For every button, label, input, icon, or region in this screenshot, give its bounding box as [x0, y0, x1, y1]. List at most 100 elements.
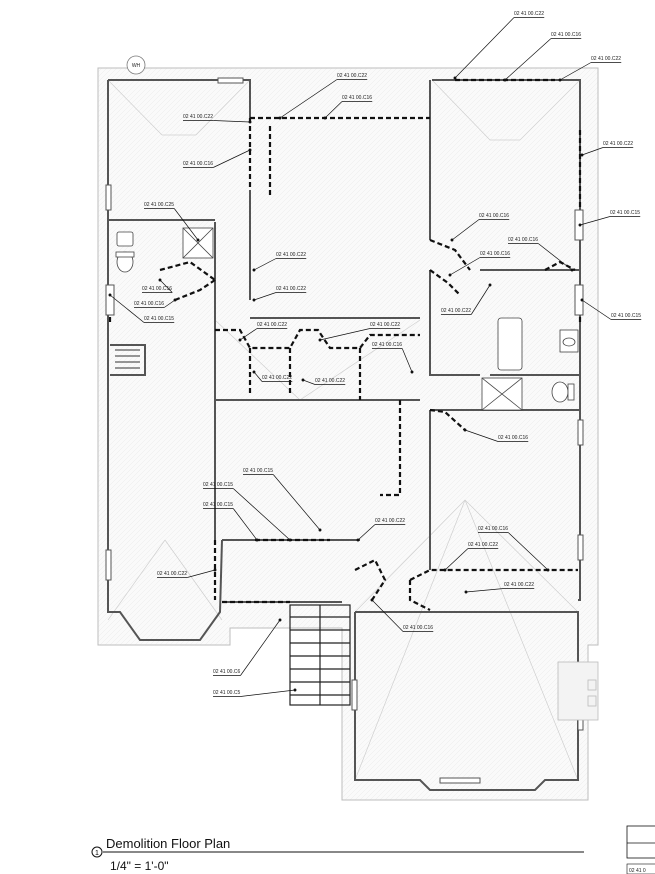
keynote-arrowhead [278, 116, 282, 120]
keynote-leader [213, 120, 251, 123]
keynote-arrowhead [453, 76, 457, 80]
keynote-leader [465, 588, 505, 593]
keynote-tag: 02 41 00.C16 [508, 237, 538, 243]
keynote-arrowhead [488, 283, 492, 287]
north-marker: WH [126, 55, 146, 75]
keynote-tag: 02 41 00.C15 [610, 210, 640, 216]
keynote-tag: 02 41 00.C16 [478, 526, 508, 532]
keynote-leader [581, 147, 604, 156]
keynote-leader [454, 17, 515, 79]
keynote-leader [449, 257, 481, 276]
keynote-tag: 02 41 00.C16 [551, 32, 581, 38]
keynote-arrowhead [546, 568, 550, 572]
keynote-tags: 02 41 00.C22 02 41 00.C16 02 41 00.C22 0… [134, 11, 641, 696]
keynote-leader [159, 279, 173, 293]
keynote-leader [253, 258, 277, 271]
keynote-leader [559, 62, 592, 81]
keynote-leader [581, 299, 612, 320]
keynote-leader [451, 219, 480, 241]
keynote-arrowhead [213, 568, 217, 572]
keynote-tag: 02 41 00.C5 [213, 690, 240, 696]
keynote-arrowhead [450, 238, 454, 242]
keynote-tag: 02 41 00.C16 [480, 251, 510, 257]
keynote-tag: 02 41 00.C16 [134, 301, 164, 307]
keynote-tag: 02 41 00.C22 [262, 375, 292, 381]
keynote-leader [371, 599, 404, 632]
keynote-tag: 02 41 00.C22 [370, 322, 400, 328]
keynote-tag: 02 41 00.C15 [144, 316, 174, 322]
keynote-arrowhead [443, 568, 447, 572]
keynote-tag: 02 41 00.C15 [203, 482, 233, 488]
keynote-tag: 02 41 00.C6 [213, 669, 240, 675]
keynote-tag: 02 41 00.C22 [504, 582, 534, 588]
keynote-leader [538, 243, 573, 271]
plumbing-fixtures [115, 227, 579, 411]
roof-outline [97, 67, 599, 801]
keynote-arrowhead [173, 298, 177, 302]
keynote-leader [504, 38, 552, 81]
keynote-tag: 02 41 00.C16 [183, 161, 213, 167]
keynote-leader [253, 371, 263, 382]
keynote-arrowhead [252, 370, 256, 374]
keynote-tag: 02 41 00.C22 [183, 114, 213, 120]
keynote-arrowhead [108, 293, 112, 297]
keynote-arrowhead [318, 338, 322, 342]
keynote-tag: 02 41 00.C22 [603, 141, 633, 147]
keynote-arrowhead [580, 298, 584, 302]
keynote-leader [187, 569, 216, 578]
keynote-tag: 02 41 00.C22 [441, 308, 471, 314]
keynote-tag: 02 41 00.C22 [157, 571, 187, 577]
keynote-leader [302, 379, 316, 385]
keynote-arrowhead [252, 268, 256, 272]
keynote-arrowhead [248, 120, 252, 124]
exterior-deck [557, 661, 599, 721]
keynote-arrowhead [293, 688, 297, 692]
demolition-dashed-walls [108, 78, 582, 611]
view-title-block: 1 Demolition Floor Plan 1/4" = 1'-0" [91, 836, 584, 873]
keynote-tag: 02 41 00.C22 [337, 73, 367, 79]
keynote-arrowhead [464, 590, 468, 594]
keynote-leader [173, 208, 199, 241]
keynote-tag: 02 41 00.C15 [243, 468, 273, 474]
small-stair [115, 349, 140, 369]
keynote-leader [164, 299, 176, 308]
view-number: 1 [95, 850, 99, 857]
keynote-tag: 02 41 00.C15 [611, 313, 641, 319]
keynote-tag: 02 41 00.C22 [276, 252, 306, 258]
keynote-leader [240, 619, 281, 676]
keynote-leader [109, 294, 145, 323]
keynote-tag: 02 41 00.C16 [342, 95, 372, 101]
keynote-arrowhead [356, 538, 360, 542]
keynote-arrowhead [463, 428, 467, 432]
keynote-leader [279, 79, 338, 119]
keynote-arrowhead [248, 148, 252, 152]
keynote-arrowhead [580, 153, 584, 157]
keynote-tag: 02 41 00.C16 [403, 625, 433, 631]
keynote-leader [357, 524, 376, 541]
drawing-scale: 1/4" = 1'-0" [110, 859, 169, 873]
keynote-arrowhead [410, 370, 414, 374]
keynote-tag: 02 41 00.C22 [276, 286, 306, 292]
keynote-leader [253, 292, 277, 301]
keynote-leader [232, 508, 258, 541]
keynote-arrowhead [448, 273, 452, 277]
keynote-leader [272, 474, 321, 531]
keynote-tag: 02 41 00.C15 [203, 502, 233, 508]
keynote-leader [239, 328, 258, 341]
keynote-tag: 02 41 00.C22 [514, 11, 544, 17]
keynote-arrowhead [370, 598, 374, 602]
keynote-arrowhead [558, 78, 562, 82]
keynote-tag: 02 41 00.C16 [372, 342, 402, 348]
keynote-arrowhead [158, 278, 162, 282]
keynote-leader [464, 429, 499, 442]
keynote-leader [213, 149, 251, 168]
keynote-tag: 02 41 00.C22 [375, 518, 405, 524]
keynote-tag: 02 41 00.C16 [142, 286, 172, 292]
keynote-leader [233, 488, 291, 541]
keynote-arrowhead [570, 268, 574, 272]
keynote-arrowhead [278, 618, 282, 622]
keynote-arrowhead [238, 338, 242, 342]
sheet-corner-block: 02 41 0 [626, 825, 655, 874]
keynote-arrowhead [503, 78, 507, 82]
